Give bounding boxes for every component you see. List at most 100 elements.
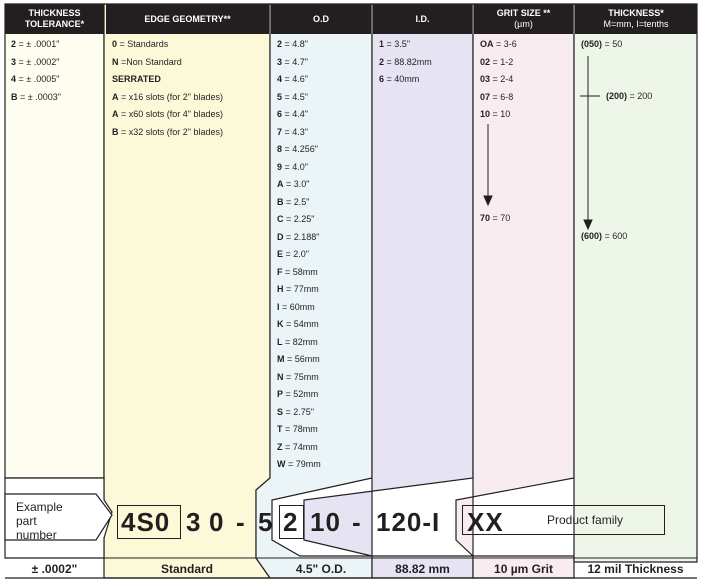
header-thickness-label: THICKNESS*	[608, 8, 664, 18]
thickness-arrow	[580, 56, 600, 231]
tolerance-row: 3 = ± .0002"	[11, 56, 61, 74]
footer-od: 4.5" O.D.	[295, 562, 347, 576]
edge-code: N	[112, 56, 119, 67]
header-id-label: I.D.	[415, 13, 430, 24]
edge-row: SERRATED	[112, 73, 223, 91]
thickness-mid-code: (200)	[606, 91, 628, 101]
code-part-120i: 120-I	[376, 507, 441, 537]
od-desc: = 2.0"	[283, 249, 309, 259]
grit-end-marker: 70 = 70	[480, 213, 510, 223]
tolerance-desc: = ± .0005"	[16, 74, 60, 84]
code-box-4s0	[117, 505, 181, 539]
od-code: 6	[277, 109, 283, 119]
header-od: O.D	[271, 4, 371, 34]
edge-code: A	[112, 109, 119, 119]
tolerance-code: 2	[11, 39, 17, 49]
od-desc: = 2.75"	[283, 406, 314, 417]
od-code: Z	[277, 441, 283, 452]
tolerance-row: B = ± .0003"	[11, 91, 61, 109]
od-code: 7	[277, 126, 283, 137]
od-row: N = 75mm	[277, 371, 321, 389]
od-code: K	[277, 319, 284, 329]
od-desc: = 4.0"	[282, 161, 308, 172]
od-desc: = 2.25"	[283, 214, 315, 224]
example-label-line3: number	[16, 528, 57, 542]
example-label-line1: Example	[16, 500, 63, 514]
od-row: A = 3.0"	[277, 178, 321, 196]
tolerance-desc: = ± .0003"	[17, 91, 61, 102]
tolerance-row: 4 = ± .0005"	[11, 73, 61, 91]
od-desc: = 75mm	[283, 371, 319, 382]
header-od-label: O.D	[312, 13, 329, 24]
example-chevron	[4, 493, 113, 541]
grit-code: 03	[480, 74, 491, 84]
od-row: S = 2.75"	[277, 406, 321, 424]
tolerance-list: 2 = ± .0001"3 = ± .0002"4 = ± .0005"B = …	[11, 38, 61, 108]
grit-end-desc: = 70	[490, 213, 511, 223]
header-id: I.D.	[373, 4, 472, 34]
header-grit-sub: (µm)	[514, 19, 533, 29]
od-row: E = 2.0"	[277, 248, 321, 266]
header-edge-geometry: EDGE GEOMETRY**	[106, 4, 269, 34]
tolerance-row: 2 = ± .0001"	[11, 38, 61, 56]
grit-end-code: 70	[480, 213, 491, 223]
grit-row: OA = 3-6	[480, 38, 517, 56]
footer-edge: Standard	[160, 562, 213, 576]
od-row: F = 58mm	[277, 266, 321, 284]
header-tolerance-line1: THICKNESS	[28, 8, 81, 18]
thickness-start-marker: (050) = 50	[581, 39, 622, 49]
od-code: T	[277, 424, 283, 434]
id-desc: = 40mm	[384, 74, 420, 84]
od-desc: = 4.8"	[282, 39, 308, 49]
thickness-start-code: (050)	[581, 39, 603, 49]
od-code: 4	[277, 74, 283, 84]
thickness-end-marker: (600) = 600	[581, 231, 627, 241]
tolerance-code: 3	[11, 56, 17, 67]
grit-row: 07 = 6-8	[480, 91, 517, 109]
edge-desc: = Standards	[117, 39, 169, 49]
od-row: 6 = 4.4"	[277, 108, 321, 126]
edge-heading: SERRATED	[112, 74, 161, 84]
id-desc: = 88.82mm	[384, 56, 432, 67]
edge-code: 0	[112, 39, 118, 49]
id-code: 2	[379, 56, 385, 67]
od-row: K = 54mm	[277, 318, 321, 336]
edge-desc: = x60 slots (for 4" blades)	[118, 109, 223, 119]
footer-thickness: 12 mil Thickness	[587, 562, 684, 576]
od-code: D	[277, 231, 284, 242]
od-desc: = 4.7"	[282, 56, 308, 67]
od-code: S	[277, 406, 284, 417]
header-edge-label: EDGE GEOMETRY**	[144, 13, 231, 24]
od-code: 5	[277, 91, 283, 102]
product-family-label: Product family	[547, 513, 624, 527]
tolerance-code: 4	[11, 74, 17, 84]
od-desc: = 4.5"	[282, 91, 308, 102]
od-code: C	[277, 214, 284, 224]
od-row: M = 56mm	[277, 353, 321, 371]
edge-row: N =Non Standard	[112, 56, 223, 74]
od-code: L	[277, 336, 283, 347]
od-desc: = 52mm	[283, 389, 319, 399]
code-part-5: 5	[258, 507, 274, 537]
od-code: H	[277, 284, 284, 294]
edge-desc: = x16 slots (for 2" blades)	[118, 91, 223, 102]
grit-arrow	[483, 124, 493, 207]
code-part-0: 0	[209, 507, 225, 537]
od-code: E	[277, 249, 284, 259]
header-tolerance-line2: TOLERANCE*	[24, 19, 85, 29]
footer-grit: 10 µm Grit	[494, 562, 553, 576]
od-code: 9	[277, 161, 283, 172]
thickness-start-desc: = 50	[602, 39, 623, 49]
grit-desc: = 10	[490, 109, 511, 119]
od-row: W = 79mm	[277, 458, 321, 476]
od-code: A	[277, 179, 284, 189]
thickness-mid-marker: (200) = 200	[606, 91, 652, 101]
edge-row: A = x16 slots (for 2" blades)	[112, 91, 223, 109]
code-part-2: 2	[283, 507, 299, 537]
id-code: 1	[379, 39, 385, 49]
footer-tolerance: ± .0002"	[31, 562, 78, 576]
od-row: 4 = 4.6"	[277, 73, 321, 91]
